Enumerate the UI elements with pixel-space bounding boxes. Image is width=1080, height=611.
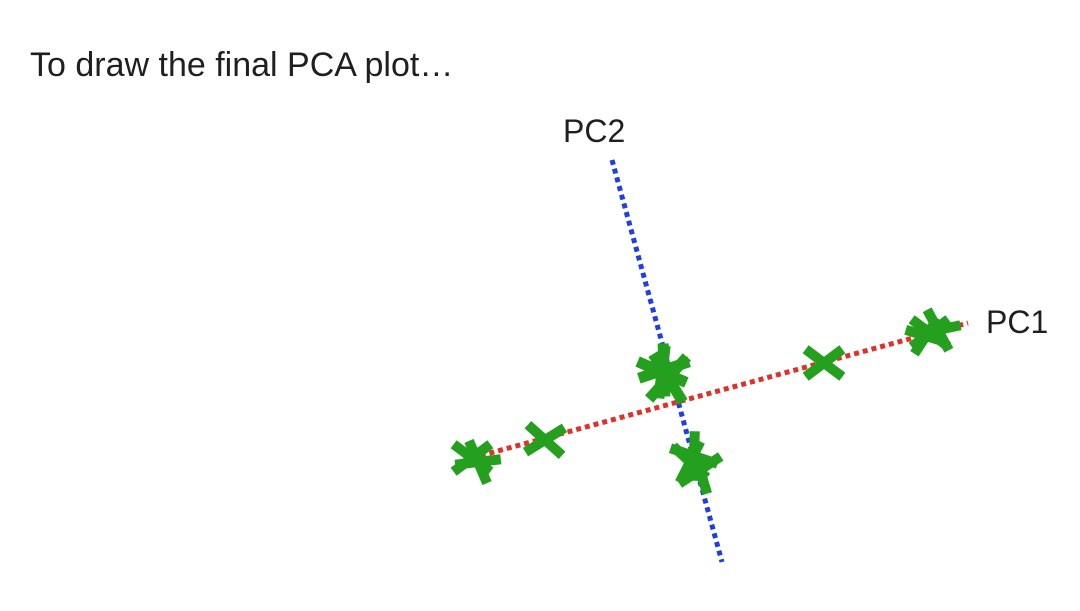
slide-title: To draw the final PCA plot…	[30, 46, 454, 84]
pc2-axis-label: PC2	[563, 113, 626, 149]
data-point-marker	[904, 315, 948, 357]
data-point-marker	[802, 345, 846, 381]
data-points	[450, 307, 962, 496]
pc1-axis-label: PC1	[986, 304, 1049, 340]
data-point-marker	[637, 343, 691, 397]
data-point-marker	[522, 420, 568, 460]
data-point-marker	[669, 439, 711, 485]
data-point-marker	[454, 438, 502, 486]
